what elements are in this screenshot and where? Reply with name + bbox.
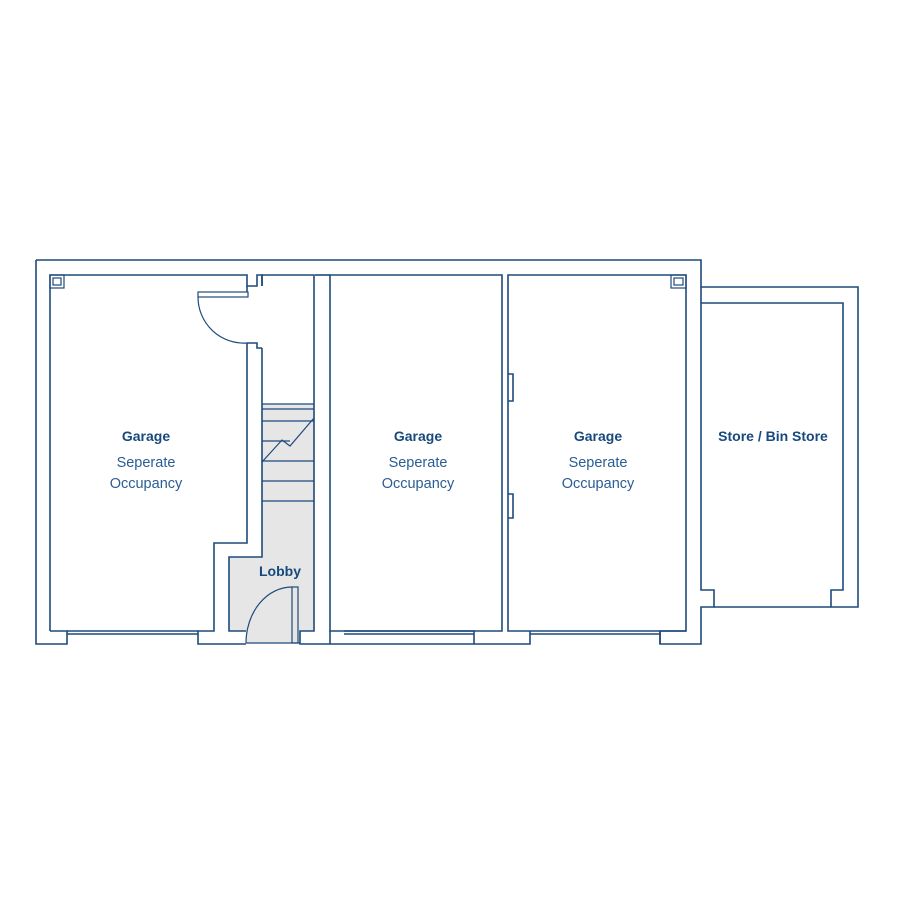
garage-3-label: Garage Seperate Occupancy (562, 428, 635, 492)
front-wall-segment (35, 260, 68, 645)
lobby-door-swing-icon (245, 586, 293, 644)
room-subtitle: Seperate (117, 455, 176, 471)
column-marker (52, 277, 62, 286)
column-marker (670, 274, 687, 289)
room-title: Garage (122, 428, 170, 444)
column-marker (673, 277, 684, 286)
garage-1-label: Garage Seperate Occupancy (110, 428, 183, 492)
garage-1-wall (49, 274, 263, 631)
room-title: Garage (574, 428, 622, 444)
door-swing-icon (197, 296, 248, 344)
door-leaf (197, 291, 249, 298)
room-subtitle: Seperate (389, 455, 448, 471)
garage-1-door-jamb (67, 630, 198, 635)
garage-2-label: Garage Seperate Occupancy (382, 428, 455, 492)
lobby-floor (229, 404, 314, 643)
garage-1-inner-wall (197, 343, 248, 645)
room-subtitle: Occupancy (382, 476, 455, 492)
garage-3-wall (507, 274, 687, 632)
party-wall-pier (508, 373, 514, 519)
lobby-east-wall (228, 274, 331, 645)
lobby-wall (246, 286, 262, 349)
garage-3-door-jamb (474, 631, 661, 645)
room-subtitle: Seperate (569, 455, 628, 471)
room-title: Garage (394, 428, 442, 444)
lobby-label: Lobby (259, 563, 301, 579)
garage-2-door-jamb (330, 630, 475, 645)
column-marker (49, 274, 65, 289)
garage-2-wall (329, 274, 503, 632)
store-label: Store / Bin Store (718, 428, 828, 444)
room-subtitle: Occupancy (562, 476, 635, 492)
staircase (261, 403, 315, 502)
outer-wall (36, 259, 859, 645)
room-subtitle: Occupancy (110, 476, 183, 492)
store-outer-wall (700, 287, 831, 608)
